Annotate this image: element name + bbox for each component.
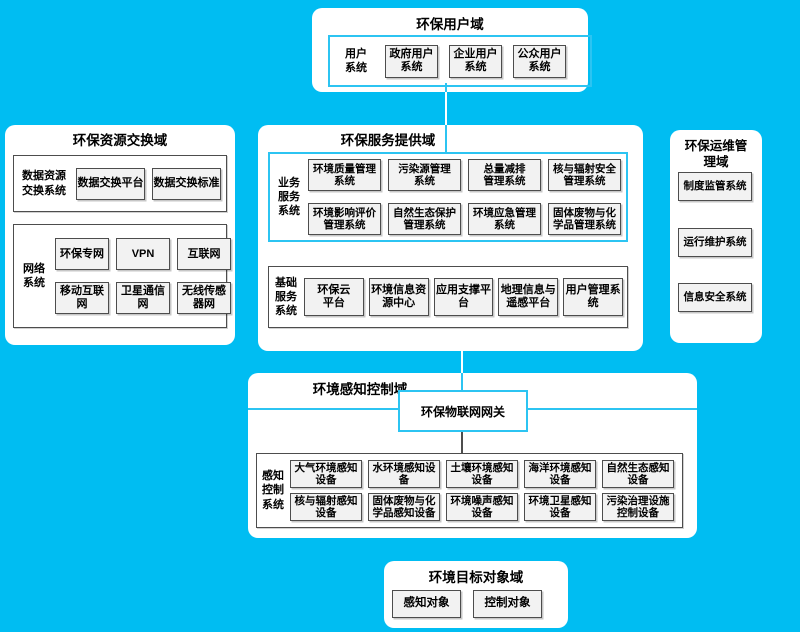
total-reduction-mgmt-box: 总量减排 管理系统 xyxy=(468,159,541,191)
env-emergency-mgmt-box: 环境应急管理 系统 xyxy=(468,203,541,235)
sensing-control-label: 感知 控制 系统 xyxy=(262,470,284,511)
data-exchange-standard-box: 数据交换标准 xyxy=(152,167,221,200)
iot-gateway-box: 环保物联网网关 xyxy=(398,390,528,432)
pollution-control-facility-device-box: 污染治理设施 控制设备 xyxy=(602,493,674,521)
base-services-container: 基础 服务 系统 环保云 平台 环境信息资 源中心 应用支撑平 台 地理信息与 … xyxy=(268,266,628,328)
service-provision-domain: 环保服务提供域 业务 服务 系统 环境质量管理 系统 污染源管理 系统 总量减排… xyxy=(258,125,643,351)
wireless-sensor-network-box: 无线传感 器网 xyxy=(177,282,231,314)
user-domain: 环保用户域 用户 系统 政府用户 系统 企业用户 系统 公众用户 系统 xyxy=(312,8,592,92)
ops-maintenance-domain: 环保运维管 理域 制度监管系统 运行维护系统 信息安全系统 xyxy=(670,130,762,343)
operation-maintenance-system-box: 运行维护系统 xyxy=(678,228,752,257)
user-service-connector-line-mid xyxy=(445,92,447,125)
resource-domain-title: 环保资源交换域 xyxy=(72,133,168,148)
sensing-object-box: 感知对象 xyxy=(392,590,461,618)
user-mgmt-system-box: 用户管理系 统 xyxy=(563,278,623,316)
target-object-domain: 环境目标对象域 感知对象 控制对象 xyxy=(384,561,568,628)
mobile-internet-box: 移动互联 网 xyxy=(55,282,109,314)
network-systems-container: 网络 系统 环保专网 VPN 互联网 移动互联 网 卫星通信 网 无线传感 器网 xyxy=(13,224,231,328)
env-quality-mgmt-box: 环境质量管理 系统 xyxy=(308,159,381,191)
user-service-connector-line-top xyxy=(445,83,447,92)
institutional-supervision-system-box: 制度监管系统 xyxy=(678,172,752,201)
network-grid: 环保专网 VPN 互联网 移动互联 网 卫星通信 网 无线传感 器网 xyxy=(55,238,231,314)
data-exchange-platform-box: 数据交换平台 xyxy=(76,167,145,200)
user-domain-title: 环保用户域 xyxy=(416,17,484,32)
internet-box: 互联网 xyxy=(177,238,231,270)
sensing-control-container: 感知 控制 系统 大气环境感知 设备 水环境感知设 备 土壤环境感知 设备 海洋… xyxy=(256,453,683,528)
sensing-domain-title: 环境感知控制域 xyxy=(312,382,408,397)
government-user-system-box: 政府用户 系统 xyxy=(385,44,438,78)
vpn-box: VPN xyxy=(116,238,170,270)
solid-waste-chemicals-mgmt-box: 固体废物与化 学品管理系统 xyxy=(548,203,621,235)
service-sensing-connector-line xyxy=(461,351,463,373)
ops-domain-title: 环保运维管 理域 xyxy=(684,139,748,169)
base-services-label: 基础 服务 系统 xyxy=(275,276,297,318)
marine-env-sensing-device-box: 海洋环境感知 设备 xyxy=(524,460,596,488)
sensing-grid: 大气环境感知 设备 水环境感知设 备 土壤环境感知 设备 海洋环境感知 设备 自… xyxy=(290,460,674,521)
enterprise-user-system-box: 企业用户 系统 xyxy=(449,44,502,78)
pollution-source-mgmt-box: 污染源管理 系统 xyxy=(388,159,461,191)
satellite-network-box: 卫星通信 网 xyxy=(116,282,170,314)
business-services-container: 业务 服务 系统 环境质量管理 系统 污染源管理 系统 总量减排 管理系统 核与… xyxy=(268,152,628,242)
resource-exchange-domain: 环保资源交换域 数据资源 交换系统 数据交换平台 数据交换标准 网络 系统 环保… xyxy=(5,125,235,345)
target-domain-title: 环境目标对象域 xyxy=(428,570,524,585)
gateway-top-connector-line xyxy=(461,373,463,390)
business-grid: 环境质量管理 系统 污染源管理 系统 总量减排 管理系统 核与辐射安全 管理系统… xyxy=(308,159,621,235)
gis-remote-sensing-platform-box: 地理信息与 遥感平台 xyxy=(498,278,559,316)
natural-ecology-sensing-device-box: 自然生态感知 设备 xyxy=(602,460,674,488)
service-domain-title: 环保服务提供域 xyxy=(340,133,436,148)
business-services-label: 业务 服务 系统 xyxy=(278,176,300,218)
soil-env-sensing-device-box: 土壤环境感知 设备 xyxy=(446,460,518,488)
natural-ecology-protection-mgmt-box: 自然生态保护 管理系统 xyxy=(388,203,461,235)
solid-waste-chemicals-sensing-device-box: 固体废物与化 学品感知设备 xyxy=(368,493,440,521)
user-systems-container: 用户 系统 政府用户 系统 企业用户 系统 公众用户 系统 xyxy=(328,35,592,87)
sensing-control-domain: 环境感知控制域 环保物联网网关 感知 控制 系统 大气环境感知 设备 水环境感知… xyxy=(248,373,697,538)
env-cloud-platform-box: 环保云 平台 xyxy=(304,278,364,316)
env-impact-assessment-mgmt-box: 环境影响评价 管理系统 xyxy=(308,203,381,235)
data-exchange-label: 数据资源 交换系统 xyxy=(22,170,66,197)
info-security-system-box: 信息安全系统 xyxy=(678,283,752,312)
env-info-resource-center-box: 环境信息资 源中心 xyxy=(368,278,429,316)
env-private-network-box: 环保专网 xyxy=(55,238,109,270)
public-user-system-box: 公众用户 系统 xyxy=(513,44,566,78)
env-noise-sensing-device-box: 环境噪声感知 设备 xyxy=(446,493,518,521)
control-object-box: 控制对象 xyxy=(473,590,542,618)
nuclear-radiation-safety-mgmt-box: 核与辐射安全 管理系统 xyxy=(548,159,621,191)
nuclear-radiation-sensing-device-box: 核与辐射感知 设备 xyxy=(290,493,362,521)
water-env-sensing-device-box: 水环境感知设 备 xyxy=(368,460,440,488)
user-systems-label: 用户 系统 xyxy=(345,47,367,74)
user-service-connector-line-bottom xyxy=(445,125,447,152)
air-env-sensing-device-box: 大气环境感知 设备 xyxy=(290,460,362,488)
data-exchange-container: 数据资源 交换系统 数据交换平台 数据交换标准 xyxy=(13,155,227,212)
gateway-bottom-connector-line xyxy=(461,432,463,453)
network-systems-label: 网络 系统 xyxy=(23,262,45,289)
app-support-platform-box: 应用支撑平 台 xyxy=(433,278,494,316)
env-satellite-sensing-device-box: 环境卫星感知 设备 xyxy=(524,493,596,521)
